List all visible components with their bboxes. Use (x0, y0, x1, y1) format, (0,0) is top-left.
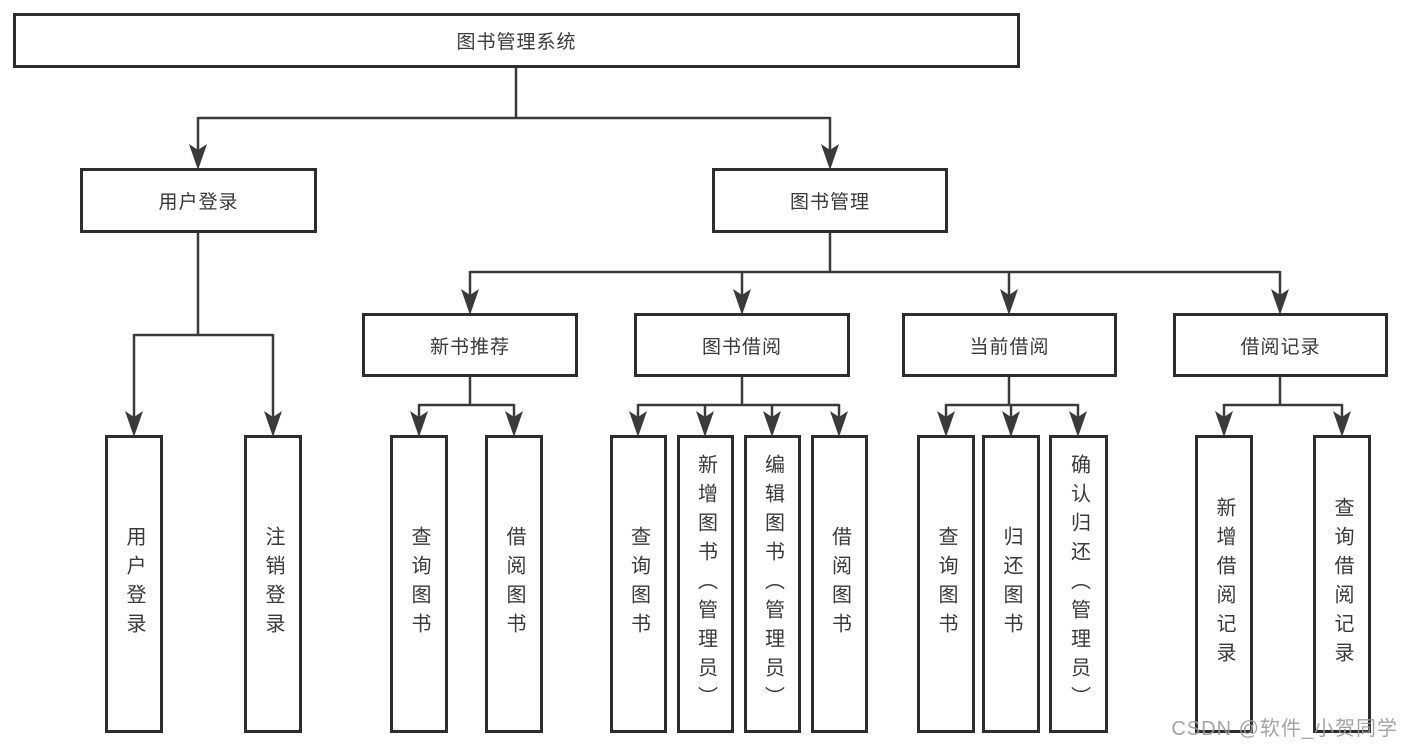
node-label: 借阅记录 (1240, 336, 1321, 358)
arrowhead (461, 289, 479, 315)
arrowhead (821, 144, 839, 170)
node-label: 图书管理系统 (456, 32, 577, 53)
leaf-edit-books-admin: 编辑图书（管理员） (744, 435, 801, 733)
leaf-label: 新增借阅记录 (1213, 497, 1235, 671)
leaf-label: 查询图书 (627, 526, 650, 642)
leaf-label: 借阅图书 (503, 526, 525, 642)
arrowhead (410, 411, 428, 437)
node-label: 新书推荐 (429, 336, 510, 358)
arrowhead (830, 411, 848, 437)
leaf-label: 查询图书 (408, 526, 430, 642)
arrowhead (189, 144, 207, 170)
node-library-management-system: 图书管理系统 (13, 13, 1020, 68)
arrowhead (125, 411, 143, 437)
leaf-label: 新增图书（管理员） (694, 453, 717, 715)
leaf-logout: 注销登录 (244, 435, 302, 733)
leaf-add-books-admin: 新增图书（管理员） (677, 435, 734, 733)
node-label: 当前借阅 (969, 336, 1050, 358)
arrowhead (505, 411, 523, 437)
arrowhead (629, 411, 647, 437)
arrowhead (1069, 411, 1087, 437)
leaf-label: 编辑图书（管理员） (761, 453, 784, 715)
node-book-borrowing: 图书借阅 (634, 313, 850, 377)
arrowhead (696, 411, 714, 437)
node-user-login: 用户登录 (80, 168, 317, 233)
leaf-label: 查询借阅记录 (1331, 497, 1353, 671)
arrowhead (763, 411, 781, 437)
leaf-label: 借阅图书 (828, 526, 851, 642)
leaf-return-books: 归还图书 (982, 435, 1040, 733)
leaf-query-borrow-record: 查询借阅记录 (1313, 435, 1371, 733)
leaf-query-books-2: 查询图书 (610, 435, 667, 733)
leaf-label: 注销登录 (262, 526, 284, 642)
node-label: 图书管理 (789, 192, 870, 213)
arrowhead (733, 289, 751, 315)
leaf-query-books-1: 查询图书 (390, 435, 448, 733)
leaf-add-borrow-record: 新增借阅记录 (1195, 435, 1253, 733)
arrowhead (1333, 411, 1351, 437)
watermark-text: CSDN @软件_小贺同学 (1171, 718, 1398, 740)
leaf-label: 确认归还（管理员） (1067, 453, 1090, 715)
node-label: 用户登录 (158, 192, 239, 213)
arrowhead (264, 411, 282, 437)
leaf-label: 归还图书 (1000, 526, 1022, 642)
node-label: 图书借阅 (701, 336, 782, 358)
node-current-borrowing: 当前借阅 (902, 313, 1117, 377)
arrowhead (1215, 411, 1233, 437)
arrowhead (1002, 411, 1020, 437)
node-new-book-recommendation: 新书推荐 (362, 313, 578, 377)
leaf-label: 查询图书 (935, 526, 957, 642)
arrowhead (1271, 289, 1289, 315)
node-borrowing-records: 借阅记录 (1173, 313, 1388, 377)
leaf-user-login: 用户登录 (105, 435, 163, 733)
leaf-borrow-books-2: 借阅图书 (811, 435, 868, 733)
leaf-confirm-return-admin: 确认归还（管理员） (1049, 435, 1108, 733)
leaf-borrow-books-1: 借阅图书 (485, 435, 543, 733)
leaf-label: 用户登录 (123, 526, 145, 642)
arrowhead (937, 411, 955, 437)
arrowhead (1000, 289, 1018, 315)
leaf-query-books-3: 查询图书 (917, 435, 975, 733)
node-book-management: 图书管理 (712, 168, 948, 233)
